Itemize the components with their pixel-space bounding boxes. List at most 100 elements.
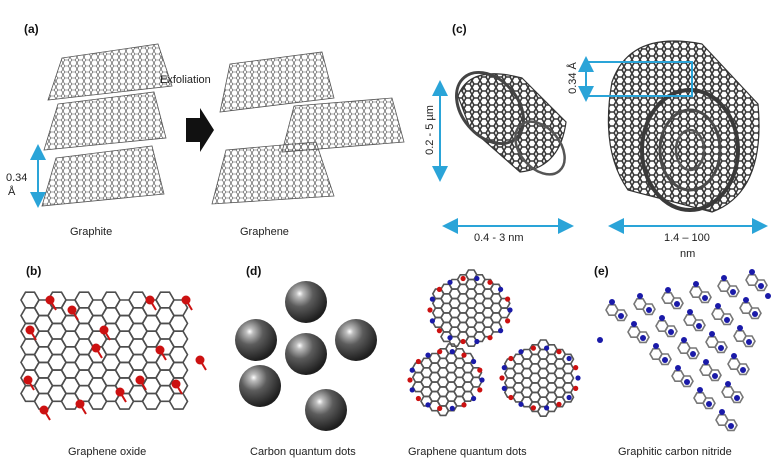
- graphite-spacing-value: 0.34: [6, 172, 28, 184]
- gcn-ring: [754, 279, 768, 292]
- nitrogen-atom: [703, 359, 709, 365]
- oxygen-atom: [67, 305, 77, 315]
- gcn-ring: [714, 341, 728, 354]
- gqd-ring: [469, 376, 483, 388]
- nitrogen-atom: [696, 323, 702, 329]
- edge-atom: [544, 405, 550, 411]
- oxygen-atom: [171, 379, 181, 389]
- nitrogen-atom: [637, 293, 643, 299]
- edge-atom: [471, 358, 477, 365]
- edge-atom: [498, 328, 504, 334]
- graphene-sheet-1: [219, 51, 335, 113]
- edge-atom: [501, 385, 507, 391]
- edge-atom: [505, 318, 511, 324]
- edge-atom: [471, 395, 477, 402]
- gqd-ring: [561, 391, 575, 403]
- carbon-dot-sphere: [285, 333, 327, 375]
- edge-atom: [505, 296, 511, 302]
- edge-atom: [508, 355, 514, 362]
- gqd-ring: [561, 372, 575, 384]
- nitrogen-atom: [646, 307, 652, 313]
- mwcnt-diameter-unit: nm: [680, 248, 696, 260]
- oxygen-atom: [145, 295, 155, 305]
- gcn-ring: [686, 347, 700, 360]
- graphene-quantum-dots: [407, 269, 581, 418]
- gqd-ring: [561, 382, 575, 394]
- edge-atom: [566, 394, 572, 401]
- mwcnt-wall-spacing-label: 0.34 Å: [567, 62, 579, 94]
- graphite-spacing-unit: Å: [8, 186, 16, 198]
- nitrogen-atom: [734, 395, 740, 401]
- panel-label-b: (b): [26, 264, 42, 278]
- edge-atom: [507, 307, 513, 313]
- nitrogen-atom: [758, 283, 764, 289]
- nitrogen-atom: [674, 301, 680, 307]
- edge-atom: [487, 335, 493, 341]
- oxygen-atom: [45, 295, 55, 305]
- graphitic-carbon-nitride-caption: Graphitic carbon nitride: [618, 446, 732, 458]
- nitrogen-atom: [740, 367, 746, 373]
- nitrogen-atom: [665, 287, 671, 293]
- edge-atom: [556, 349, 562, 355]
- edge-atom: [449, 405, 455, 411]
- gcn-ring: [658, 353, 672, 366]
- edge-atom: [415, 395, 421, 402]
- oxygen-atom: [23, 375, 33, 385]
- graphite-sheet-middle: [43, 91, 167, 151]
- edge-atom: [508, 394, 514, 401]
- nitrogen-atom: [684, 379, 690, 385]
- graphene-sheets: [211, 51, 405, 205]
- edge-atom: [566, 355, 572, 362]
- edge-atom: [460, 338, 466, 345]
- oxygen-atom: [181, 295, 191, 305]
- nitrogen-atom: [731, 353, 737, 359]
- exfoliation-label: Exfoliation: [160, 74, 211, 86]
- edge-atom: [447, 279, 453, 285]
- oxygen-atom: [99, 325, 109, 335]
- edge-atom: [556, 401, 562, 407]
- nitrogen-atom: [719, 409, 725, 415]
- edge-atom: [573, 385, 579, 391]
- nitrogen-atom: [662, 357, 668, 363]
- nitrogen-atom: [706, 401, 712, 407]
- edge-atom: [518, 349, 524, 355]
- nitrogen-atom: [746, 339, 752, 345]
- carbon-dot-sphere: [235, 319, 277, 361]
- oxygen-atom: [75, 399, 85, 409]
- carbon-quantum-dots-caption: Carbon quantum dots: [250, 446, 356, 458]
- edge-atom: [449, 349, 455, 355]
- edge-atom: [429, 318, 435, 324]
- graphene-sheet-3: [211, 141, 335, 205]
- gcn-ring: [670, 297, 684, 310]
- panel-label-c: (c): [452, 22, 467, 36]
- edge-atom: [501, 365, 507, 371]
- gcn-ring: [742, 335, 756, 348]
- swcnt-length-label: 0.2 - 5 µm: [424, 105, 436, 155]
- gqd-ring: [561, 362, 575, 375]
- edge-atom: [409, 387, 415, 393]
- edge-atom: [461, 402, 467, 408]
- nitrogen-atom: [737, 325, 743, 331]
- edge-atom: [427, 307, 433, 313]
- nitrogen-atom: [721, 275, 727, 281]
- nitrogen-atom: [752, 311, 758, 317]
- graphite-sheet-bottom: [41, 145, 165, 207]
- oxygen-atom: [195, 355, 205, 365]
- swcnt-diameter-label: 0.4 - 3 nm: [474, 232, 524, 244]
- nitrogen-atom: [749, 269, 755, 275]
- oxygen-atom: [91, 343, 101, 353]
- nitrogen-atom: [609, 299, 615, 305]
- oxygen-atom: [155, 345, 165, 355]
- panel-label-a: (a): [24, 22, 39, 36]
- nitrogen-atom: [697, 387, 703, 393]
- gcn-ring: [702, 397, 716, 410]
- edge-atom: [530, 345, 537, 351]
- edge-atom: [460, 275, 466, 282]
- nitrogen-atom: [709, 331, 715, 337]
- carbon-dot-sphere: [335, 319, 377, 361]
- gcn-ring: [748, 307, 762, 320]
- edge-atom: [474, 338, 480, 345]
- panel-label-e: (e): [594, 264, 609, 278]
- nitrogen-atom: [653, 343, 659, 349]
